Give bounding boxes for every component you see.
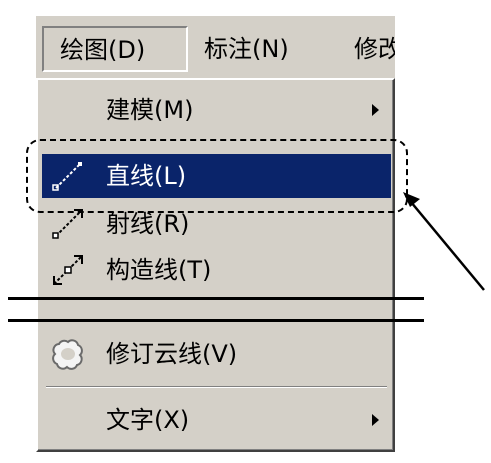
menu-bar: 绘图(D) 标注(N) 修改 bbox=[36, 16, 395, 80]
menu-item-label: 修订云线(V) bbox=[106, 340, 238, 368]
construction-line-icon bbox=[53, 255, 83, 285]
submenu-arrow-icon bbox=[372, 414, 379, 426]
dashed-highlight-box bbox=[26, 139, 408, 213]
omission-line-bottom bbox=[8, 319, 424, 322]
menu-item-revision-cloud[interactable]: 修订云线(V) bbox=[42, 332, 391, 376]
line-icon bbox=[52, 162, 82, 191]
menu-item-label: 构造线(T) bbox=[106, 256, 212, 284]
menu-dimension[interactable]: 标注(N) bbox=[204, 35, 289, 63]
menu-item-label: 直线(L) bbox=[106, 162, 187, 190]
menu-item-construction-line[interactable]: 构造线(T) bbox=[42, 248, 391, 292]
menu-item-text[interactable]: 文字(X) bbox=[42, 398, 391, 442]
menu-separator bbox=[46, 386, 387, 388]
ray-icon bbox=[52, 209, 83, 239]
menu-item-ray[interactable]: 射线(R) bbox=[42, 202, 391, 246]
submenu-arrow-icon bbox=[372, 104, 379, 116]
menu-item-label: 射线(R) bbox=[106, 210, 190, 238]
menu-item-line[interactable]: 直线(L) bbox=[42, 154, 391, 198]
menu-item-modeling[interactable]: 建模(M) bbox=[42, 88, 391, 132]
omission-line-top bbox=[8, 297, 424, 300]
menu-item-label: 文字(X) bbox=[106, 406, 190, 434]
menu-draw[interactable]: 绘图(D) bbox=[42, 26, 188, 72]
menu-item-label: 建模(M) bbox=[106, 96, 194, 124]
menu-modify[interactable]: 修改 bbox=[354, 35, 395, 63]
revision-cloud-icon bbox=[52, 339, 83, 370]
